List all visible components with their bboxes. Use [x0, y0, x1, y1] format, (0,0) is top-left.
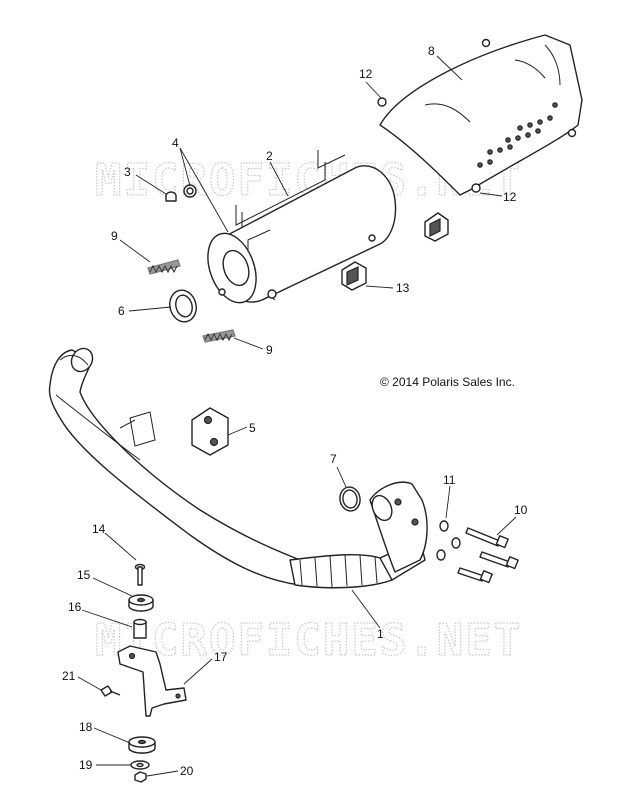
watermark-bottom: MICROFICHES.NET [95, 615, 522, 666]
washer-part-11[interactable] [436, 520, 461, 561]
callout-8: 8 [428, 44, 435, 58]
washer-part-4[interactable] [183, 184, 197, 198]
callout-9-upper: 9 [111, 229, 118, 243]
bolt-part-3[interactable] [165, 191, 177, 202]
spring-part-9-upper[interactable] [147, 259, 181, 275]
callout-6: 6 [118, 304, 125, 318]
callout-15: 15 [77, 568, 91, 582]
head-pipe-part-1[interactable] [48, 345, 428, 589]
callout-1: 1 [377, 627, 384, 641]
callout-7: 7 [330, 452, 337, 466]
clamp-part-5[interactable] [191, 407, 229, 456]
callout-19: 19 [79, 758, 93, 772]
callout-5: 5 [249, 421, 256, 435]
grommet-part-18[interactable] [128, 736, 156, 754]
heat-shield-part-8[interactable] [379, 34, 583, 196]
shield-vent-holes [477, 102, 558, 168]
callout-14: 14 [92, 522, 106, 536]
callout-12-right: 12 [503, 190, 517, 204]
bolt-part-14[interactable] [134, 563, 146, 586]
bracket-part-17[interactable] [117, 645, 187, 717]
callout-20: 20 [180, 764, 194, 778]
bolt-part-10[interactable] [457, 527, 519, 584]
callout-16: 16 [68, 600, 82, 614]
leader-lines [77, 55, 517, 777]
gasket-part-7[interactable] [338, 485, 362, 512]
spacer-part-16[interactable] [133, 618, 147, 639]
callout-18: 18 [79, 720, 93, 734]
callout-labels: 2 3 4 9 6 12 8 12 13 5 9 7 11 10 14 15 1… [62, 44, 528, 778]
bolt-part-12-right[interactable] [471, 183, 481, 193]
callout-21: 21 [62, 669, 76, 683]
callout-13: 13 [396, 281, 410, 295]
spring-part-9-lower[interactable] [202, 329, 236, 343]
grommet-part-15[interactable] [128, 594, 154, 612]
muffler-part-2[interactable] [199, 150, 397, 309]
callout-3: 3 [124, 165, 131, 179]
copyright-text: © 2014 Polaris Sales Inc. [380, 375, 515, 389]
washer-part-19[interactable] [130, 760, 150, 770]
callout-11: 11 [443, 473, 456, 487]
rubber-mount-part-13[interactable] [341, 212, 449, 291]
callout-9-lower: 9 [266, 343, 273, 357]
nut-part-20[interactable] [134, 771, 147, 783]
callout-4: 4 [172, 136, 179, 150]
callout-12-top: 12 [359, 67, 373, 81]
callout-10: 10 [514, 503, 528, 517]
screw-part-21[interactable] [100, 685, 121, 697]
callout-17: 17 [214, 650, 228, 664]
gasket-part-6[interactable] [166, 287, 199, 325]
nut-part-12-top[interactable] [377, 38, 577, 138]
callout-2: 2 [266, 149, 273, 163]
